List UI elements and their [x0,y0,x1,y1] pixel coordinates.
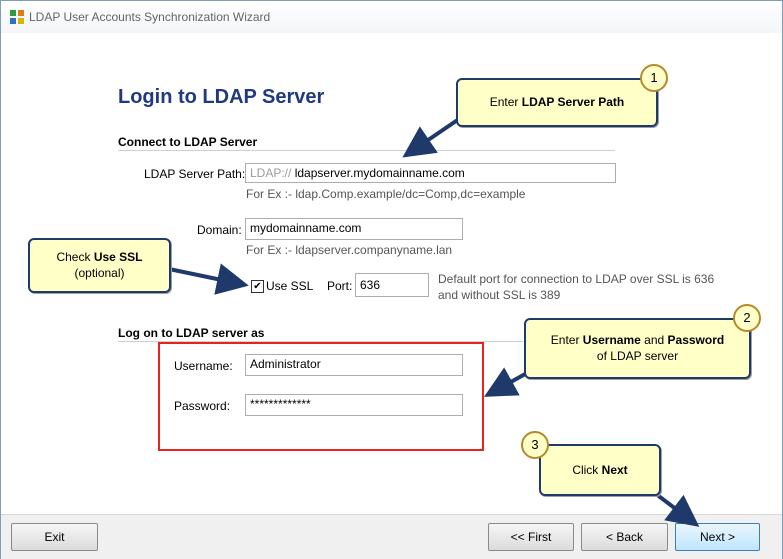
domain-value: mydomainname.com [250,221,362,235]
callout-server-path-bold: LDAP Server Path [521,95,625,109]
username-label: Username: [174,359,233,373]
password-label: Password: [174,399,231,413]
server-path-prefix: LDAP:// [250,166,292,180]
window-title: LDAP User Accounts Synchronization Wizar… [29,10,271,24]
password-value: ************* [250,397,311,411]
server-path-input[interactable]: LDAP:// ldapserver.mydomainname.com [245,163,616,183]
port-hint-line2: and without SSL is 389 [438,288,561,302]
first-button[interactable]: << First [488,523,574,551]
exit-button[interactable]: Exit [11,523,98,551]
server-path-label: LDAP Server Path: [144,167,246,181]
callout-credentials: Enter Username and Password of LDAP serv… [524,318,751,379]
callout-next-bold: Next [601,463,628,477]
logon-section-title: Log on to LDAP server as [118,326,265,340]
domain-hint: For Ex :- ldapserver.companyname.lan [246,243,453,257]
credentials-highlight-box [158,342,484,451]
app-icon [10,10,24,24]
port-hint-line1: Default port for connection to LDAP over… [438,272,715,286]
server-path-hint: For Ex :- ldap.Comp.example/dc=Comp,dc=e… [246,187,526,201]
step-badge-3: 3 [521,431,549,459]
callout-cred-bold1: Username [582,333,641,347]
port-label: Port: [327,279,353,293]
callout-use-ssl: Check Use SSL (optional) [28,238,171,293]
callout-cred-text1: Enter [550,333,583,347]
step-badge-2: 2 [733,304,761,332]
connect-section-divider [118,150,615,151]
use-ssl-checkbox[interactable]: ✔ [251,280,264,293]
connect-section-title: Connect to LDAP Server [118,135,258,149]
step-badge-1: 1 [640,64,668,92]
port-input[interactable]: 636 [355,273,429,297]
port-value: 636 [360,278,381,292]
page-title: Login to LDAP Server [118,86,325,108]
callout-cred-text2: and [640,333,668,347]
domain-input[interactable]: mydomainname.com [245,218,463,240]
arrow-to-next [654,492,700,527]
username-value: Administrator [250,357,321,371]
callout-ssl-bold: Use SSL [93,250,143,264]
callout-next: Click Next [539,444,661,496]
arrow-to-use-ssl [168,263,249,295]
title-bar: LDAP User Accounts Synchronization Wizar… [1,1,782,33]
callout-cred-line2: of LDAP server [596,349,679,363]
callout-ssl-line2: (optional) [74,266,125,280]
arrow-to-server-path [402,117,461,158]
callout-cred-bold2: Password [667,333,725,347]
domain-label: Domain: [197,223,242,237]
next-button[interactable]: Next > [675,523,760,551]
callout-server-path: Enter LDAP Server Path [456,78,658,127]
logon-section-divider [118,341,523,342]
back-button[interactable]: < Back [581,523,668,551]
callout-ssl-text: Check [56,250,94,264]
username-input[interactable]: Administrator [245,354,463,376]
callout-server-path-text: Enter [489,95,522,109]
callout-next-text: Click [572,463,602,477]
server-path-value: ldapserver.mydomainname.com [294,166,465,180]
use-ssl-label[interactable]: Use SSL [266,279,314,293]
arrow-to-credentials [484,367,528,397]
check-mark-icon: ✔ [253,281,262,292]
password-input[interactable]: ************* [245,394,463,416]
